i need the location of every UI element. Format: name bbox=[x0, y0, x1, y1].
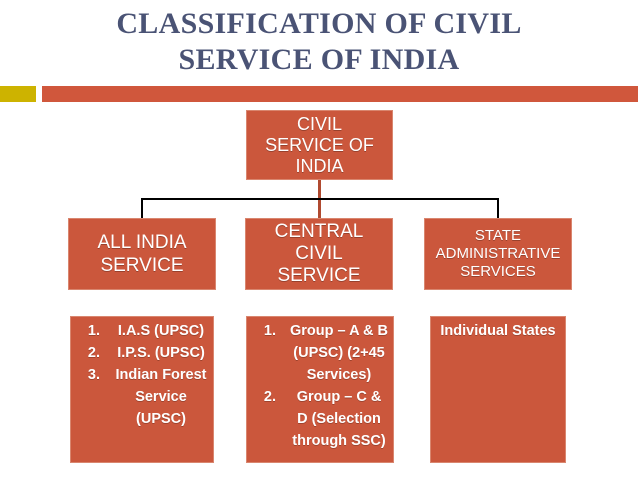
detail-text-individual-states: Individual States bbox=[440, 323, 556, 339]
accent-bar-yellow bbox=[0, 86, 36, 102]
node-central-line-3: SERVICE bbox=[277, 265, 361, 286]
node-central-line-1: CENTRAL bbox=[274, 221, 364, 242]
node-all-india-service-label: ALL INDIA SERVICE bbox=[97, 231, 186, 277]
list-item: Indian Forest Service (UPSC) bbox=[104, 364, 208, 430]
list-item: I.P.S. (UPSC) bbox=[104, 342, 208, 364]
node-civil-service-of-india-label: CIVIL SERVICE OF INDIA bbox=[265, 114, 374, 177]
node-central-civil-service: CENTRAL CIVIL SERVICE bbox=[245, 218, 393, 290]
page-title-line-2: SERVICE OF INDIA bbox=[178, 43, 460, 76]
node-state-administrative-services-label: STATE ADMINISTRATIVE SERVICES bbox=[436, 227, 561, 281]
page-title-line-1: CLASSIFICATION OF CIVIL bbox=[116, 7, 522, 40]
node-all-india-line-1: ALL INDIA bbox=[97, 232, 187, 253]
detail-list-all-india-service: I.A.S (UPSC) I.P.S. (UPSC) Indian Forest… bbox=[70, 320, 214, 430]
node-civil-service-of-india: CIVIL SERVICE OF INDIA bbox=[246, 110, 393, 180]
node-state-line-1: STATE bbox=[474, 227, 522, 244]
list-item: Group – A & B (UPSC) (2+45 Services) bbox=[280, 320, 388, 386]
accent-bar-orange bbox=[42, 86, 638, 102]
list-item: I.A.S (UPSC) bbox=[104, 320, 208, 342]
detail-panel-state-administrative-services bbox=[430, 316, 566, 463]
node-root-line-1: CIVIL bbox=[296, 113, 342, 134]
node-state-line-3: SERVICES bbox=[460, 263, 536, 280]
detail-panel-all-india-service bbox=[70, 316, 214, 463]
connector-drop-left bbox=[141, 198, 143, 218]
node-central-line-2: CIVIL bbox=[295, 243, 343, 264]
node-all-india-line-2: SERVICE bbox=[100, 255, 184, 276]
list-item: Group – C & D (Selection through SSC) bbox=[280, 386, 388, 452]
node-all-india-service: ALL INDIA SERVICE bbox=[68, 218, 216, 290]
connector-drop-right bbox=[497, 198, 499, 218]
node-root-line-2: SERVICE OF bbox=[265, 134, 374, 155]
detail-list-central-civil-service: Group – A & B (UPSC) (2+45 Services) Gro… bbox=[246, 320, 394, 452]
connector-horizontal-bus bbox=[141, 198, 499, 200]
node-state-line-2: ADMINISTRATIVE bbox=[435, 245, 561, 262]
page-title: CLASSIFICATION OF CIVIL SERVICE OF INDIA bbox=[60, 6, 578, 78]
node-state-administrative-services: STATE ADMINISTRATIVE SERVICES bbox=[424, 218, 572, 290]
detail-panel-central-civil-service bbox=[246, 316, 394, 463]
node-central-civil-service-label: CENTRAL CIVIL SERVICE bbox=[275, 221, 364, 287]
node-root-line-3: INDIA bbox=[295, 155, 344, 176]
